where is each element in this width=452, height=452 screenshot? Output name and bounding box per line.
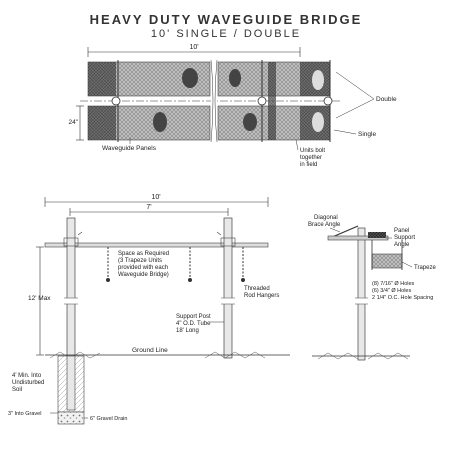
ground-line-label: Ground Line	[132, 347, 168, 354]
post-label-1: Support Post	[176, 314, 211, 320]
trapeze-label: Trapeze	[414, 265, 436, 271]
soil-label-2: Undisturbed	[12, 380, 44, 386]
end-view: Diagonal Brace Angle Panel Support Angle…	[308, 215, 436, 361]
post-circle-2	[257, 96, 267, 106]
support-post-right	[223, 217, 233, 359]
post-label-3: 18' Long	[176, 328, 199, 334]
gravel-drain-label: 6" Gravel Drain	[90, 416, 127, 422]
post-label-2: 4" O.D. Tube	[176, 321, 211, 327]
gravel-drain	[57, 411, 85, 425]
panel-label-1: Panel	[394, 228, 409, 234]
trapeze	[371, 253, 403, 269]
post-circle-3	[323, 96, 333, 106]
space-label-1: Space as Required	[118, 251, 169, 257]
end-support-post	[357, 227, 366, 361]
label-double: Double	[376, 96, 397, 103]
holes-label-2: (6) 3/4" Ø Holes	[372, 288, 411, 294]
label-waveguide-panels: Waveguide Panels	[102, 145, 157, 152]
space-label-4: Waveguide Bridge)	[118, 272, 169, 278]
diag-label-1: Diagonal	[314, 215, 338, 221]
soil-label-1: 4' Min. Into	[12, 373, 42, 379]
space-label-2: (3 Trapeze Units	[118, 258, 162, 264]
panel-label-2: Support	[394, 235, 415, 241]
label-units-bolt-3: in field	[300, 162, 317, 168]
panel-label-3: Angle	[394, 242, 410, 248]
dim-height-label: 12' Max	[28, 295, 51, 302]
threaded-rod-hangers	[106, 247, 245, 282]
rod-label-1: Threaded	[244, 286, 270, 292]
rod-label-2: Rod Hangers	[244, 293, 279, 299]
label-units-bolt-2: together	[300, 155, 322, 161]
title-sub: 10' SINGLE / DOUBLE	[150, 28, 302, 40]
bridge-beam	[44, 242, 269, 248]
label-single: Single	[358, 131, 376, 138]
dim-overall-label: 10'	[151, 194, 160, 201]
side-view: 10' 7' 12' Max	[8, 194, 290, 425]
post-circle-1	[111, 96, 121, 106]
support-post-left	[66, 217, 76, 359]
holes-label-3: 2 1/4" O.C. Hole Spacing	[372, 295, 433, 301]
gravel-into-label: 3" Into Gravel	[8, 411, 41, 417]
dim-inner-label: 7'	[146, 204, 151, 211]
title-main: HEAVY DUTY WAVEGUIDE BRIDGE	[89, 12, 363, 27]
space-label-3: provided with each	[118, 265, 168, 271]
label-units-bolt-1: Units bolt	[300, 148, 325, 154]
top-view: 10' 24"	[68, 44, 397, 168]
dim-width-label: 24"	[68, 119, 78, 126]
soil-label-3: Soil	[12, 387, 22, 393]
holes-label-1: (8) 7/16" Ø Holes	[372, 281, 415, 287]
dim-length-label: 10'	[189, 44, 198, 51]
diag-label-2: Brace Angle	[308, 222, 341, 228]
